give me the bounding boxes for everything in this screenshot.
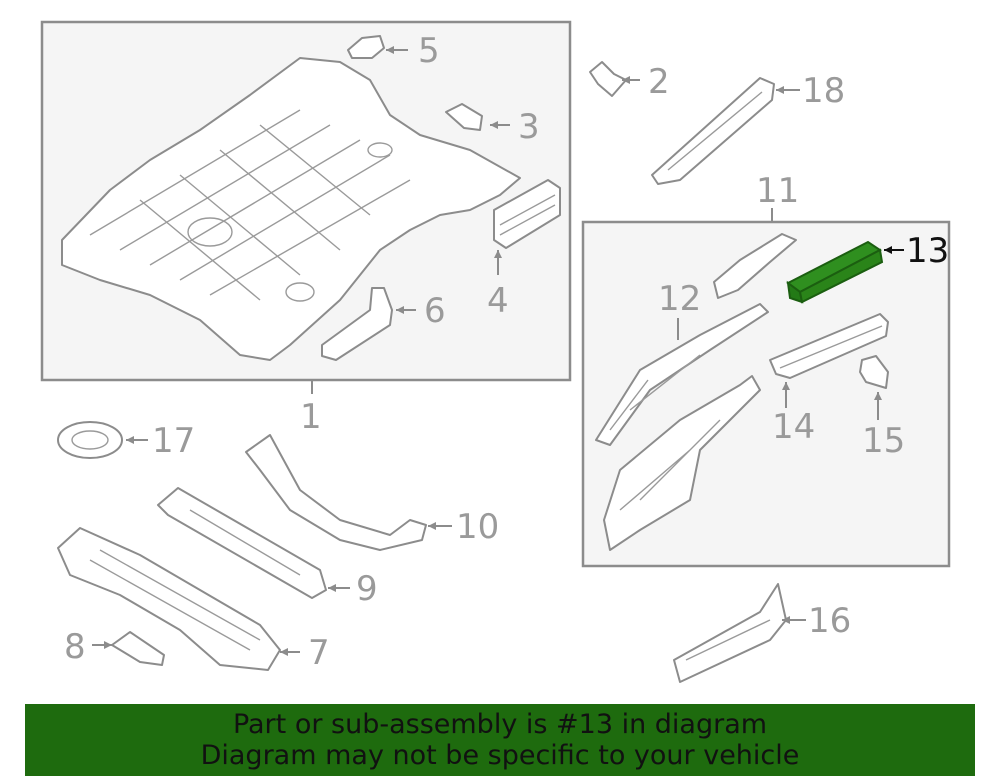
part-3-patch[interactable] [445,103,483,131]
callout-7[interactable]: 7 [308,633,330,673]
callout-10[interactable]: 10 [456,507,499,547]
banner-line-2: Diagram may not be specific to your vehi… [200,740,800,771]
callout-8[interactable]: 8 [64,627,86,667]
callout-11[interactable]: 11 [756,171,799,211]
callout-5[interactable]: 5 [418,31,440,71]
callout-14[interactable]: 14 [772,407,815,447]
callout-12[interactable]: 12 [658,279,701,319]
part-14-rail[interactable] [769,313,889,379]
part-8-bracket[interactable] [111,631,165,666]
part-10-crossmember[interactable] [245,434,427,551]
part-5-bracket[interactable] [347,35,385,59]
part-12-extension[interactable] [713,233,797,299]
callout-9[interactable]: 9 [356,569,378,609]
part-9-crossmember[interactable] [157,487,327,599]
part-7-crossmember[interactable] [57,527,281,671]
callout-1[interactable]: 1 [300,397,322,437]
part-13-highlighted-reinforcement[interactable] [786,240,884,304]
callout-18[interactable]: 18 [802,71,845,111]
part-4-rail[interactable] [493,179,561,249]
part-17-cover[interactable] [57,421,123,459]
part-16-sill[interactable] [673,583,787,683]
part-12-side-member[interactable] [595,303,769,446]
callout-15[interactable]: 15 [862,421,905,461]
callout-13-highlighted[interactable]: 13 [906,231,949,271]
callout-4[interactable]: 4 [487,281,509,321]
callout-17[interactable]: 17 [152,421,195,461]
info-banner: Part or sub-assembly is #13 in diagram D… [25,704,975,776]
callout-2[interactable]: 2 [648,62,670,102]
part-6-support[interactable] [321,287,393,361]
part-18-member[interactable] [651,77,775,185]
callout-3[interactable]: 3 [518,107,540,147]
part-15-bracket[interactable] [859,355,889,389]
callout-16[interactable]: 16 [808,601,851,641]
part-11-rear-frame[interactable] [603,375,761,551]
callout-6[interactable]: 6 [424,291,446,331]
banner-line-1: Part or sub-assembly is #13 in diagram [232,709,768,740]
part-2-bracket[interactable] [589,61,627,97]
floor-pan-part[interactable] [61,57,521,361]
